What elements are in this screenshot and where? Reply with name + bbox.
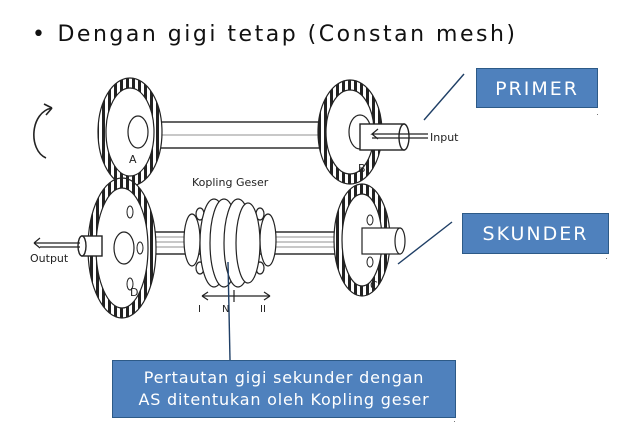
position-n-label: N: [222, 304, 229, 315]
tiny-dot: [454, 421, 455, 422]
input-label: Input: [430, 131, 459, 144]
gear-b-label: B: [358, 162, 366, 175]
rotation-arrow-icon: [33, 103, 53, 159]
skunder-leader-line: [397, 221, 453, 265]
gear-d: [87, 177, 157, 319]
coupling-label: Kopling Geser: [192, 176, 269, 189]
gear-d-label: D: [130, 286, 138, 299]
position-i-label: I: [198, 304, 201, 315]
output-label: Output: [30, 252, 69, 265]
position-arrows-icon: [201, 290, 271, 302]
position-ii-label: II: [260, 304, 266, 315]
note-line-1: Pertautan gigi sekunder dengan: [143, 368, 425, 387]
title-text: Dengan gigi tetap (Constan mesh): [57, 22, 518, 47]
sliding-coupling: [183, 198, 277, 288]
primer-leader-line: [423, 73, 465, 121]
bullet: •: [32, 22, 48, 47]
coupling-note-callout: Pertautan gigi sekunder dengan AS ditent…: [112, 360, 456, 418]
note-leader-line: [227, 261, 231, 361]
primer-callout: PRIMER: [476, 68, 598, 108]
tiny-dot: [606, 258, 607, 259]
gear-c-label: C: [370, 279, 378, 292]
input-shaft: [359, 123, 428, 151]
output-shaft: [33, 235, 103, 257]
note-line-2: AS ditentukan oleh Kopling geser: [138, 390, 430, 409]
gear-a: [97, 77, 163, 187]
upper-shaft: [139, 121, 341, 149]
gear-a-label: A: [129, 153, 137, 166]
skunder-callout: SKUNDER: [462, 213, 609, 254]
slide-title: • Dengan gigi tetap (Constan mesh): [32, 22, 517, 47]
tiny-dot: [597, 114, 598, 115]
gear-c: [333, 183, 406, 297]
